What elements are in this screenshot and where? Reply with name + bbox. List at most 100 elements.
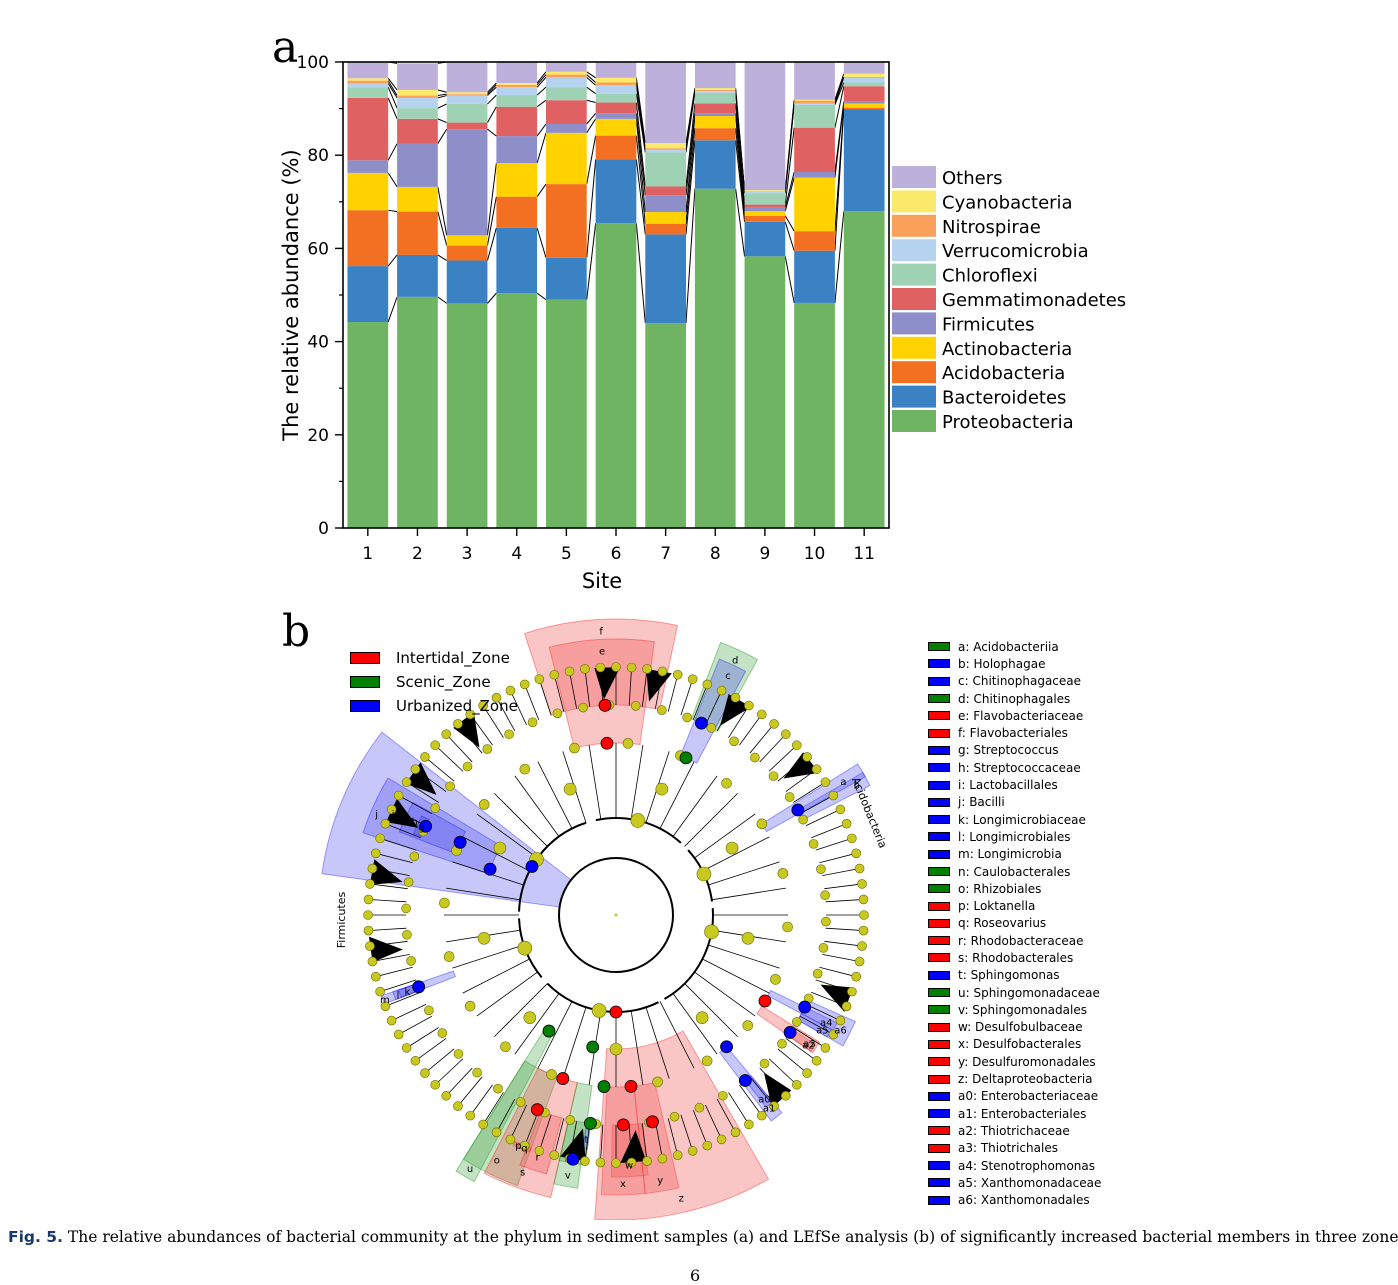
x-tick-label: 7 [660,544,671,564]
tree-branch [435,745,463,771]
leaf-node [673,1151,682,1160]
leaf-node [852,849,861,858]
leaf-node [402,1043,411,1052]
tree-branch [525,684,539,719]
legend-label: Proteobacteria [942,412,1074,433]
enriched-node [799,1001,811,1013]
tree-branch [392,1004,426,1020]
chart-legend: OthersCyanobacteriaNitrospiraeVerrucomic… [892,166,1126,433]
sector-letter: x [620,1179,626,1190]
legend-label: Gemmatimonadetes [942,290,1126,311]
lefse-legend-swatch [928,936,950,945]
family-node [783,922,793,932]
lefse-legend-item: m: Longimicrobia [928,846,1388,863]
bar-connector-line [537,293,546,300]
tree-branch [702,959,769,993]
genus-node [402,930,411,939]
x-tick-label: 3 [462,544,473,564]
lefse-legend-item: h: Streptococcaceae [928,759,1388,776]
leaf-node [821,778,830,787]
bar-segment-nitrospirae [844,77,885,78]
enriched-node [601,737,613,749]
bar-connector-line [537,77,546,87]
lefse-legend-swatch [928,1144,950,1153]
leaf-node [855,864,864,873]
bar-segment-others [496,62,537,83]
leaf-node [453,719,462,728]
tree-branch [463,959,530,993]
bar-segment-proteobacteria [645,323,686,528]
tree-branch [668,675,677,712]
bar-segment-acidobacteria [844,108,885,109]
order-node [656,783,668,795]
lefse-legend-item: k: Longimicrobiaceae [928,811,1388,828]
x-tick-label: 11 [853,544,875,564]
bar-connector-line [686,116,695,212]
tree-branch [368,928,406,930]
leaf-node [365,942,374,951]
bar-segment-cyanobacteria [695,88,736,90]
lefse-legend-swatch [928,763,950,772]
lefse-legend-swatch [928,1023,950,1032]
leaf-node [842,1002,851,1011]
tree-branch [673,776,717,837]
tree-branch [660,762,694,829]
leaf-node [371,849,380,858]
enriched-node [526,861,538,873]
enriched-node [739,1074,751,1086]
order-node [524,1012,536,1024]
leaf-node [402,778,411,787]
enriched-node [759,995,771,1007]
bar-segment-others [745,62,786,190]
lefse-legend-label: u: Sphingomonadaceae [958,986,1100,1000]
tree-branch [458,1077,482,1106]
enriched-node [557,1073,569,1085]
sector-letter: l [397,990,400,1001]
bar-segment-bacteroidetes [496,228,537,293]
lefse-legend-label: i: Lactobacillales [958,778,1058,792]
bar-segment-proteobacteria [347,322,388,528]
bar-connector-line [537,228,546,258]
x-tick-label: 8 [710,544,721,564]
bar-segment-bacteroidetes [745,222,786,256]
leaf-node [703,1141,712,1150]
tree-branch [415,1038,446,1060]
bar-connector-line [438,94,447,95]
leaf-node [364,926,373,935]
sector-letter: a1 [763,1104,776,1115]
lefse-legend-label: p: Loktanella [958,899,1035,913]
bar-segment-firmicutes [596,113,637,119]
order-node [610,1043,622,1055]
bar-connector-line [537,100,546,107]
lefse-legend-item: u: Sphingomonadaceae [928,984,1388,1001]
bar-connector-line [438,119,447,123]
bar-segment-verrucomicrobia [496,87,537,95]
leaf-node [442,730,451,739]
leaf-node [731,693,740,702]
lefse-legend-label: t: Sphingomonas [958,968,1060,982]
figure-label: Fig. 5. [8,1228,63,1246]
bar-segment-verrucomicrobia [546,77,587,87]
bar-segment-cyanobacteria [645,143,686,148]
y-tick-label: 100 [297,53,329,73]
lefse-legend-item: a0: Enterobacteriaceae [928,1088,1388,1105]
bar-segment-firmicutes [347,160,388,173]
leaf-node [364,895,373,904]
family-node [743,1021,753,1031]
lefse-legend-label: m: Longimicrobia [958,847,1062,861]
bar-segment-firmicutes [645,195,686,212]
lefse-legend-label: g: Streptococcus [958,743,1059,757]
zone-swatch-intertidal [350,652,380,664]
bar-segment-acidobacteria [546,184,587,258]
leaf-node [842,819,851,828]
family-node [465,1001,475,1011]
tree-branch [681,679,693,715]
genus-node [813,969,822,978]
tree-branch [452,945,523,968]
leaf-node [535,675,544,684]
bar-segment-bacteroidetes [546,258,587,300]
bar-segment-proteobacteria [447,303,488,528]
bar-segment-acidobacteria [447,246,488,261]
lefse-legend-swatch [928,902,950,911]
phylum-node [518,941,532,955]
